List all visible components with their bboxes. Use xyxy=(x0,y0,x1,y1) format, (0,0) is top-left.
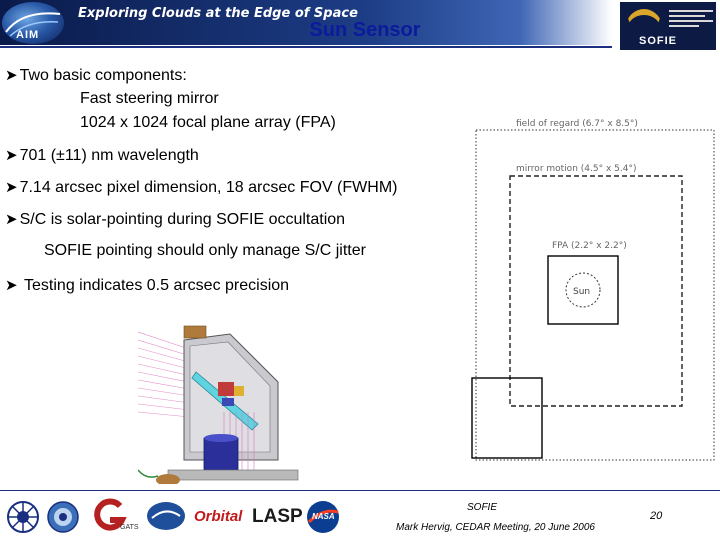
arrow-bullet-icon: ➤ xyxy=(5,67,18,84)
sub-item-fpa: 1024 x 1024 focal plane array (FPA) xyxy=(80,114,336,131)
sofie-logo-fine-print xyxy=(669,7,713,30)
mount-bracket xyxy=(183,325,207,339)
nasa-logo: NASA xyxy=(306,500,340,539)
aim-logo-text: AIM xyxy=(16,29,40,41)
arrow-bullet-icon: ➤ xyxy=(5,179,18,196)
slide-header: AIM Exploring Clouds at the Edge of Spac… xyxy=(0,0,720,60)
vehicle-logo xyxy=(146,500,186,537)
gats-text: GATS xyxy=(120,524,139,531)
aim-banner: AIM Exploring Clouds at the Edge of Spac… xyxy=(0,0,612,45)
mirror-motion-label: mirror motion (4.5° x 5.4°) xyxy=(516,164,636,174)
arrow-bullet-icon: ➤ xyxy=(5,211,18,228)
arrow-bullet-icon: ➤ xyxy=(5,277,18,294)
sub-item-mirror: Fast steering mirror xyxy=(80,90,219,107)
sofie-logo: SOFIE xyxy=(620,2,716,50)
university-seal-logo xyxy=(46,500,80,539)
aim-logo: AIM xyxy=(2,2,64,44)
gats-logo: GATS xyxy=(90,496,139,541)
bullet-components: ➤Two basic components: xyxy=(5,67,187,84)
sensor-base xyxy=(167,469,299,481)
bullet-wavelength: ➤701 (±11) nm wavelength xyxy=(5,147,199,164)
optics-red xyxy=(218,382,234,396)
sun-label: Sun xyxy=(573,287,590,297)
bullet-testing: ➤ Testing indicates 0.5 arcsec precision xyxy=(5,277,290,294)
fpa-box xyxy=(547,255,619,325)
footer-author: Mark Hervig, CEDAR Meeting, 20 June 2006 xyxy=(396,522,595,533)
fov-diagram-svg: field of regard (6.7° x 8.5°) mirror mot… xyxy=(471,119,715,461)
arrow-bullet-icon: ➤ xyxy=(5,147,18,164)
sun-circle xyxy=(565,272,601,308)
nasa-text: NASA xyxy=(312,512,335,521)
field-of-regard-label: field of regard (6.7° x 8.5°) xyxy=(516,119,638,129)
bullet-pixel: ➤7.14 arcsec pixel dimension, 18 arcsec … xyxy=(5,179,398,196)
sofie-logo-text: SOFIE xyxy=(639,35,678,47)
sun-sensor-mechanism-image xyxy=(137,320,306,486)
slide-footer: GATS Orbital LASP NASA SOFIE Mark Hervig… xyxy=(0,490,720,540)
aim-swoosh-icon xyxy=(5,12,61,37)
optics-gold xyxy=(234,386,244,396)
sofie-arc-icon xyxy=(625,9,663,49)
footer-sofie: SOFIE xyxy=(467,502,498,513)
lasp-logo: LASP xyxy=(252,506,303,527)
fpa-label: FPA (2.2° x 2.2°) xyxy=(552,241,627,251)
fov-diagram: field of regard (6.7° x 8.5°) mirror mot… xyxy=(470,110,720,470)
fpa-corner-box xyxy=(471,377,543,459)
slide-title: Sun Sensor xyxy=(309,19,421,41)
footer-divider xyxy=(0,490,720,491)
ssl-logo xyxy=(6,500,40,539)
orbital-logo: Orbital xyxy=(194,508,243,525)
page-number: 20 xyxy=(650,510,663,522)
sub-item-jitter: SOFIE pointing should only manage S/C ji… xyxy=(44,242,366,259)
banner-title: Exploring Clouds at the Edge of Space xyxy=(78,6,358,21)
mirror-motion-box xyxy=(509,175,683,407)
sun-sensor-drawing xyxy=(137,325,299,486)
bullet-pointing: ➤S/C is solar-pointing during SOFIE occu… xyxy=(5,211,346,228)
title-divider xyxy=(0,46,612,48)
field-of-regard-box xyxy=(475,129,715,461)
optics-blue xyxy=(222,398,234,406)
